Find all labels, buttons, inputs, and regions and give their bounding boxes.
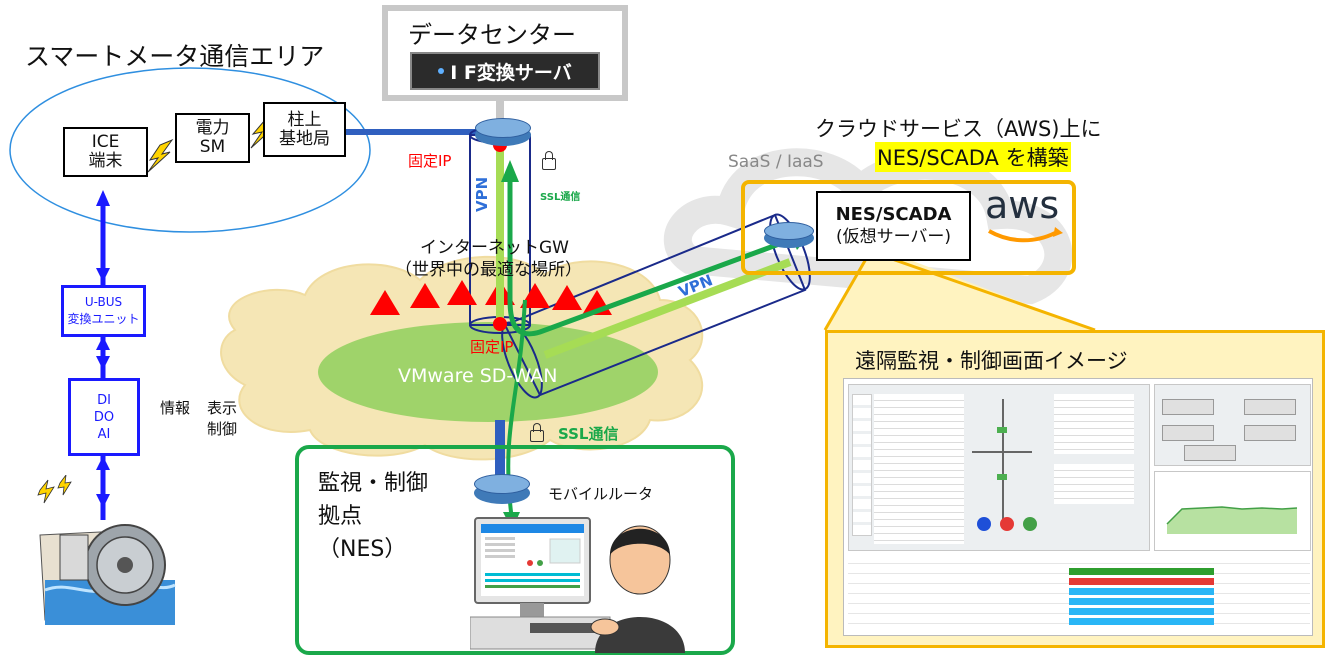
ai-label: AI	[97, 426, 111, 442]
power-sm-label-1: 電力	[195, 118, 230, 138]
nes-scada-box: NES/SCADA (仮想サーバー)	[816, 191, 971, 261]
internet-gw-label-1: インターネットGW	[420, 238, 569, 258]
di-label: DI	[97, 392, 111, 408]
red-triangles	[370, 280, 612, 315]
data-center-title: データセンター	[408, 21, 576, 49]
site-title-1: 監視・制御	[318, 471, 429, 496]
cloud-highlight: NES/SCADA を構築	[875, 142, 1071, 172]
aws-cloud-frame	[741, 180, 1076, 275]
pole-base-station-label-1: 柱上	[287, 109, 322, 130]
pole-base-station-box: 柱上 基地局	[263, 102, 346, 157]
ssl-bottom-label: SSL通信	[558, 425, 619, 443]
remote-screen-title: 遠隔監視・制御画面イメージ	[855, 349, 1128, 373]
ubus-converter-box: U-BUS 変換ユニット	[61, 285, 146, 337]
vpn-cylinder-diagonal	[501, 213, 811, 399]
aws-logo: aws	[985, 183, 1060, 227]
site-frame	[295, 445, 735, 655]
router-icon-datacenter	[475, 118, 531, 148]
router-icon-site	[474, 474, 530, 506]
display-label: 表示	[207, 399, 238, 417]
dio-box: DI DO AI	[68, 378, 140, 456]
cloud-title: クラウドサービス（AWS)上に	[815, 117, 1102, 141]
operator-illustration	[469, 515, 690, 653]
remote-screen-mockup	[843, 378, 1313, 636]
fixed-ip-top-label: 固定IP	[408, 152, 452, 170]
power-sm-label-2: SM	[199, 137, 226, 157]
pole-base-station-label-2: 基地局	[279, 128, 330, 149]
router-icon-cloud	[764, 222, 814, 250]
aws-smile-icon	[988, 227, 1063, 243]
ice-terminal-box: ICE 端末	[63, 127, 148, 177]
water-turbine-illustration	[30, 473, 180, 635]
site-title-3: （NES）	[318, 537, 407, 562]
info-label: 情報	[160, 399, 191, 417]
data-center-frame	[382, 5, 628, 101]
power-sm-box: 電力 SM	[175, 113, 250, 163]
server-led-icon	[438, 68, 445, 74]
ice-terminal-label-2: 端末	[88, 151, 123, 171]
control-label: 制御	[207, 420, 238, 438]
fixed-ip-bottom-label: 固定IP	[470, 338, 514, 356]
if-converter-server: I F変換サーバ	[410, 52, 600, 90]
do-label: DO	[93, 409, 115, 425]
ice-terminal-label-1: ICE	[91, 132, 120, 152]
saas-label: SaaS / IaaS	[728, 152, 824, 172]
cloud-watermark	[663, 148, 1073, 305]
mobile-router-label: モバイルルータ	[548, 485, 654, 503]
ssl-small-label: SSL通信	[540, 192, 581, 203]
green-path-main	[507, 180, 791, 337]
sdwan-label: VMware SD-WAN	[398, 365, 558, 387]
smart-meter-area-ellipse	[9, 67, 371, 233]
smart-meter-area-title: スマートメータ通信エリア	[25, 42, 325, 71]
ubus-label-2: 変換ユニット	[67, 312, 140, 326]
virtual-server-label: (仮想サーバー)	[835, 227, 952, 247]
nes-scada-label: NES/SCADA	[835, 204, 952, 225]
ubus-label-1: U-BUS	[84, 295, 123, 309]
vpn-vertical-label: VPN	[473, 176, 491, 212]
if-converter-label: I F変換サーバ	[450, 61, 572, 84]
internet-gw-label-2: （世界中の最適な場所）	[395, 260, 582, 280]
site-title-2: 拠点	[318, 504, 363, 529]
